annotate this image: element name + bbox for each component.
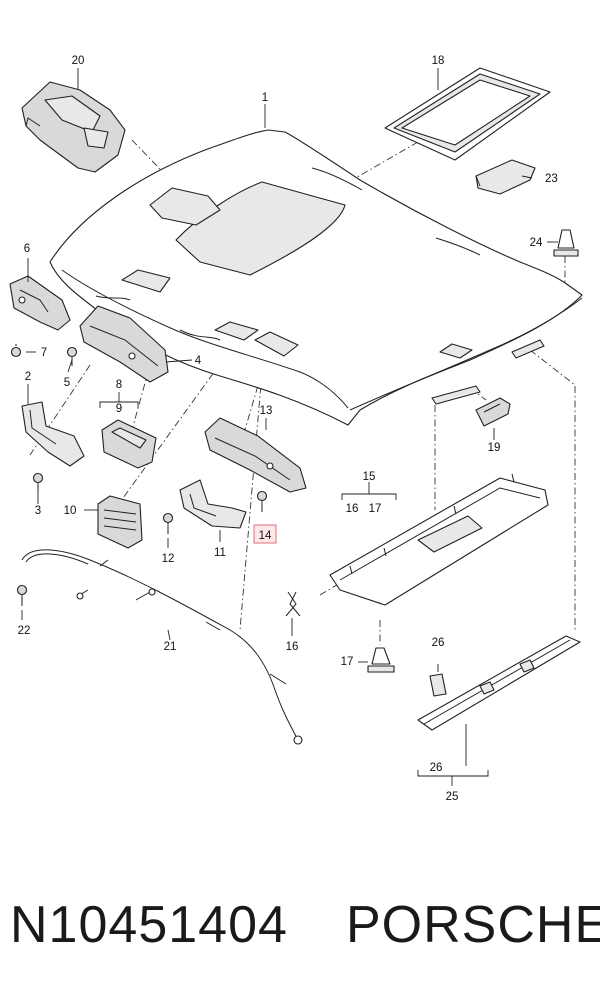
rear-trim-panel-part-15	[329, 473, 549, 606]
callout-10: 10	[64, 505, 77, 517]
clip-part-24	[553, 229, 579, 257]
callout-17: 17	[341, 656, 354, 668]
reading-light-part-8	[101, 419, 157, 469]
bracket-part-26	[429, 673, 447, 697]
callout-labels: 1 20 18 23 24 6 7 5 4 2 8 9 3 10 12 11 1…	[18, 55, 558, 803]
callout-25: 25	[446, 791, 459, 803]
callout-22: 22	[18, 625, 31, 637]
clip-part-17	[367, 647, 395, 673]
screw-part-7	[10, 344, 22, 358]
bracket-part-19	[475, 397, 511, 427]
callout-23: 23	[545, 173, 558, 185]
callout-15: 15	[363, 471, 376, 483]
screw-part-5	[66, 346, 78, 366]
callout-11: 11	[214, 547, 226, 559]
footer: N10451404 PORSCHE	[0, 880, 600, 970]
wiring-harness-part-21	[21, 549, 303, 745]
callout-13: 13	[260, 405, 273, 417]
callout-8: 8	[116, 379, 122, 391]
bracket-part-13	[204, 417, 307, 493]
vent-part-10	[97, 495, 143, 549]
headliner-parts-diagram: 1 20 18 23 24 6 7 5 4 2 8 9 3 10 12 11 1…	[9, 55, 583, 803]
callout-4: 4	[195, 355, 202, 367]
brand-name: PORSCHE	[346, 896, 600, 954]
cover-part-23	[475, 159, 536, 195]
headliner-part-1	[49, 129, 583, 426]
callout-5: 5	[64, 377, 70, 389]
clip-part-16	[285, 591, 301, 617]
screw-part-3	[32, 472, 44, 492]
group-bracket-25	[417, 770, 489, 786]
callout-leaders	[21, 68, 558, 766]
grab-handle-part-11	[179, 479, 247, 529]
callout-9: 9	[116, 403, 122, 415]
grab-handle-part-2	[21, 401, 85, 467]
callout-24: 24	[530, 237, 543, 249]
overhead-console-part-20	[21, 81, 126, 173]
sunroof-frame-part-18	[384, 67, 551, 161]
callout-6: 6	[24, 243, 30, 255]
callout-17-group: 17	[369, 503, 382, 515]
group-bracket-15	[341, 482, 397, 500]
screw-part-14	[256, 490, 268, 512]
callout-19: 19	[488, 442, 501, 454]
part-number: N10451404	[10, 896, 288, 954]
callout-26-group: 26	[430, 762, 443, 774]
callout-14: 14	[259, 530, 272, 542]
bracket-part-4	[79, 305, 169, 383]
callout-16: 16	[286, 641, 299, 653]
callout-20: 20	[72, 55, 85, 67]
screw-part-12	[162, 512, 174, 534]
callout-26: 26	[432, 637, 445, 649]
callout-2: 2	[25, 371, 31, 383]
rail-part-25	[417, 635, 581, 731]
callout-21: 21	[164, 641, 177, 653]
callout-3: 3	[35, 505, 41, 517]
callout-1: 1	[262, 92, 268, 104]
bracket-part-6	[9, 275, 71, 331]
callout-12: 12	[162, 553, 175, 565]
screw-part-22	[16, 584, 28, 606]
group-bracket-8-9	[99, 392, 139, 408]
callout-14-highlight	[253, 524, 277, 544]
callout-16-group: 16	[346, 503, 359, 515]
callout-7: 7	[41, 347, 47, 359]
callout-18: 18	[432, 55, 445, 67]
